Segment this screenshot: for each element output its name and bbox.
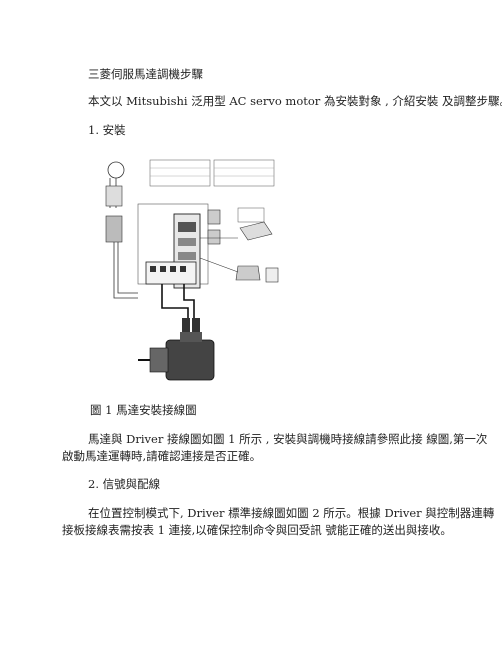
document-title: 三菱伺服馬達調機步驟 [88,67,203,81]
paragraph-1-line-1: 馬達與 Driver 接線圖如圖 1 所示 , 安裝與調機時接線請參照此接 線圖… [88,432,488,446]
figure-caption: 圖 1 馬達安裝接線圖 [90,403,197,417]
paragraph-1-line-2: 啟動馬達運轉時,請確認連接是否正確。 [62,449,262,463]
paragraph-2-line-2: 接板接線表需按表 1 連接,以確保控制命令與回受訊 號能正確的送出與接收。 [62,523,452,537]
wiring-diagram [105,159,279,381]
section-heading-install: 1. 安裝 [88,123,126,137]
section-heading-signals: 2. 信號與配線 [88,477,161,491]
paragraph-2-line-1: 在位置控制模式下, Driver 標準接線圖如圖 2 所示。根據 Driver … [88,506,495,520]
intro-paragraph: 本文以 Mitsubishi 泛用型 AC servo motor 為安裝對象 … [88,94,502,108]
